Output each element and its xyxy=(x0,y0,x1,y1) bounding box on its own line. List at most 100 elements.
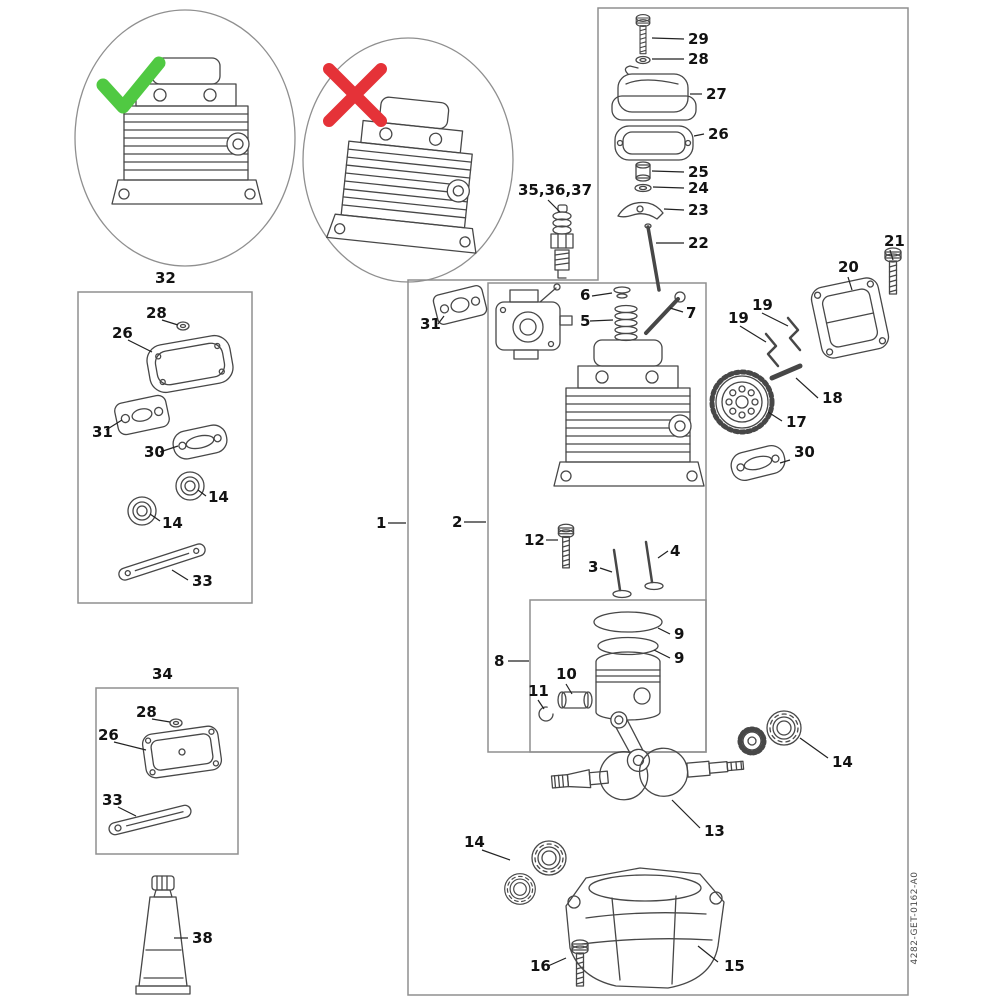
svg-text:3: 3 xyxy=(588,558,598,576)
svg-text:9: 9 xyxy=(674,649,684,667)
correct-orientation-figure xyxy=(74,9,296,267)
svg-text:4: 4 xyxy=(670,542,680,560)
svg-text:28: 28 xyxy=(146,304,167,322)
svg-text:1: 1 xyxy=(376,514,386,532)
carburetor-figure xyxy=(495,283,573,360)
bearing-14-right-figure xyxy=(766,710,802,746)
piston-figure xyxy=(595,651,661,721)
valve-3-figure xyxy=(612,548,632,599)
svg-text:12: 12 xyxy=(524,531,545,549)
svg-text:15: 15 xyxy=(724,957,745,975)
kit32-strip-33-figure xyxy=(118,543,206,581)
callout-2: 2 xyxy=(452,513,486,531)
push-rod-22-figure xyxy=(644,223,661,292)
callout-31-kit32: 31 xyxy=(92,419,123,441)
callout-31-carb: 31 xyxy=(420,315,445,333)
callout-26-kit32: 26 xyxy=(112,324,153,353)
cylinder-2-figure xyxy=(553,339,705,487)
cross-icon xyxy=(323,63,387,127)
callout-26-kit34: 26 xyxy=(98,726,147,751)
svg-text:18: 18 xyxy=(822,389,843,407)
nut-28-figure xyxy=(635,55,651,65)
callout-26-top: 26 xyxy=(693,125,729,143)
callout-9b: 9 xyxy=(653,649,684,667)
sealant-tube-38-figure xyxy=(135,875,191,995)
callout-21: 21 xyxy=(884,232,905,261)
svg-text:11: 11 xyxy=(528,682,549,700)
kit-32-frame xyxy=(77,291,253,604)
kit-34-frame xyxy=(95,687,239,855)
kit32-gasket-26-figure xyxy=(146,334,234,394)
spring-5-figure xyxy=(614,304,638,342)
svg-text:19: 19 xyxy=(728,309,749,327)
svg-text:14: 14 xyxy=(464,833,485,851)
svg-text:31: 31 xyxy=(92,423,113,441)
svg-text:35,36,37: 35,36,37 xyxy=(518,181,592,199)
svg-text:23: 23 xyxy=(688,201,709,219)
cam-gear-17-figure xyxy=(709,369,775,435)
callout-19b: 19 xyxy=(728,309,767,343)
svg-text:30: 30 xyxy=(144,443,165,461)
svg-text:5: 5 xyxy=(580,312,590,330)
callout-6: 6 xyxy=(580,286,613,304)
svg-text:26: 26 xyxy=(98,726,119,744)
check-icon xyxy=(96,56,166,114)
kit34-cover-26-figure xyxy=(141,725,223,779)
callout-5: 5 xyxy=(580,312,614,330)
callout-33-kit34: 33 xyxy=(102,791,137,817)
callout-18: 18 xyxy=(795,377,843,407)
spark-plug-figure xyxy=(550,204,574,279)
doc-code: 4282-GET-0162-A0 xyxy=(910,872,920,965)
crankcase-15-figure xyxy=(565,867,725,989)
circlip-11-figure xyxy=(538,706,554,722)
valve-7-figure xyxy=(644,291,686,335)
svg-text:21: 21 xyxy=(884,232,905,250)
svg-text:32: 32 xyxy=(155,269,176,287)
svg-text:17: 17 xyxy=(786,413,807,431)
svg-text:2: 2 xyxy=(452,513,462,531)
svg-text:28: 28 xyxy=(688,50,709,68)
svg-text:14: 14 xyxy=(832,753,853,771)
callout-30-kit32: 30 xyxy=(144,443,179,461)
svg-text:6: 6 xyxy=(580,286,590,304)
callout-20: 20 xyxy=(838,258,859,291)
callout-25: 25 xyxy=(651,163,709,181)
crankshaft-13-figure xyxy=(550,711,745,801)
svg-text:33: 33 xyxy=(102,791,123,809)
callout-4: 4 xyxy=(657,542,680,560)
callout-38: 38 xyxy=(174,929,213,947)
kit32-seal-14b-figure xyxy=(127,496,157,526)
svg-text:7: 7 xyxy=(686,304,696,322)
cap-25-figure xyxy=(635,161,651,182)
wrist-pin-10-figure xyxy=(557,691,593,709)
retainer-6-figure xyxy=(613,286,631,299)
bearing-14-left-b-figure xyxy=(504,873,536,905)
callout-17: 17 xyxy=(767,411,807,431)
svg-text:8: 8 xyxy=(494,652,504,670)
callout-7: 7 xyxy=(669,304,696,322)
svg-text:25: 25 xyxy=(688,163,709,181)
callout-3: 3 xyxy=(588,558,613,576)
kit32-seal-14a-figure xyxy=(175,471,205,501)
callout-28-kit34: 28 xyxy=(136,703,171,723)
kit34-strip-33-figure xyxy=(108,804,192,836)
callout-14-kit32a: 14 xyxy=(197,488,229,506)
svg-text:13: 13 xyxy=(704,822,725,840)
bolt-21-figure xyxy=(884,247,902,295)
gasket-26-figure xyxy=(614,125,694,161)
callout-34: 34 xyxy=(152,665,173,683)
valve-4-figure xyxy=(644,540,664,591)
svg-text:27: 27 xyxy=(706,85,727,103)
callout-9a: 9 xyxy=(657,625,684,643)
svg-text:14: 14 xyxy=(208,488,229,506)
callout-28-top: 28 xyxy=(652,50,709,68)
bolt-12-figure xyxy=(557,523,575,569)
svg-text:38: 38 xyxy=(192,929,213,947)
callout-28-kit32: 28 xyxy=(146,304,179,326)
rocker-arm-23-figure xyxy=(617,201,664,220)
callout-30-right: 30 xyxy=(779,443,815,464)
piston-ring-9a-figure xyxy=(593,611,663,633)
callout-22: 22 xyxy=(656,234,709,252)
callout-14-crank-left: 14 xyxy=(464,833,511,861)
